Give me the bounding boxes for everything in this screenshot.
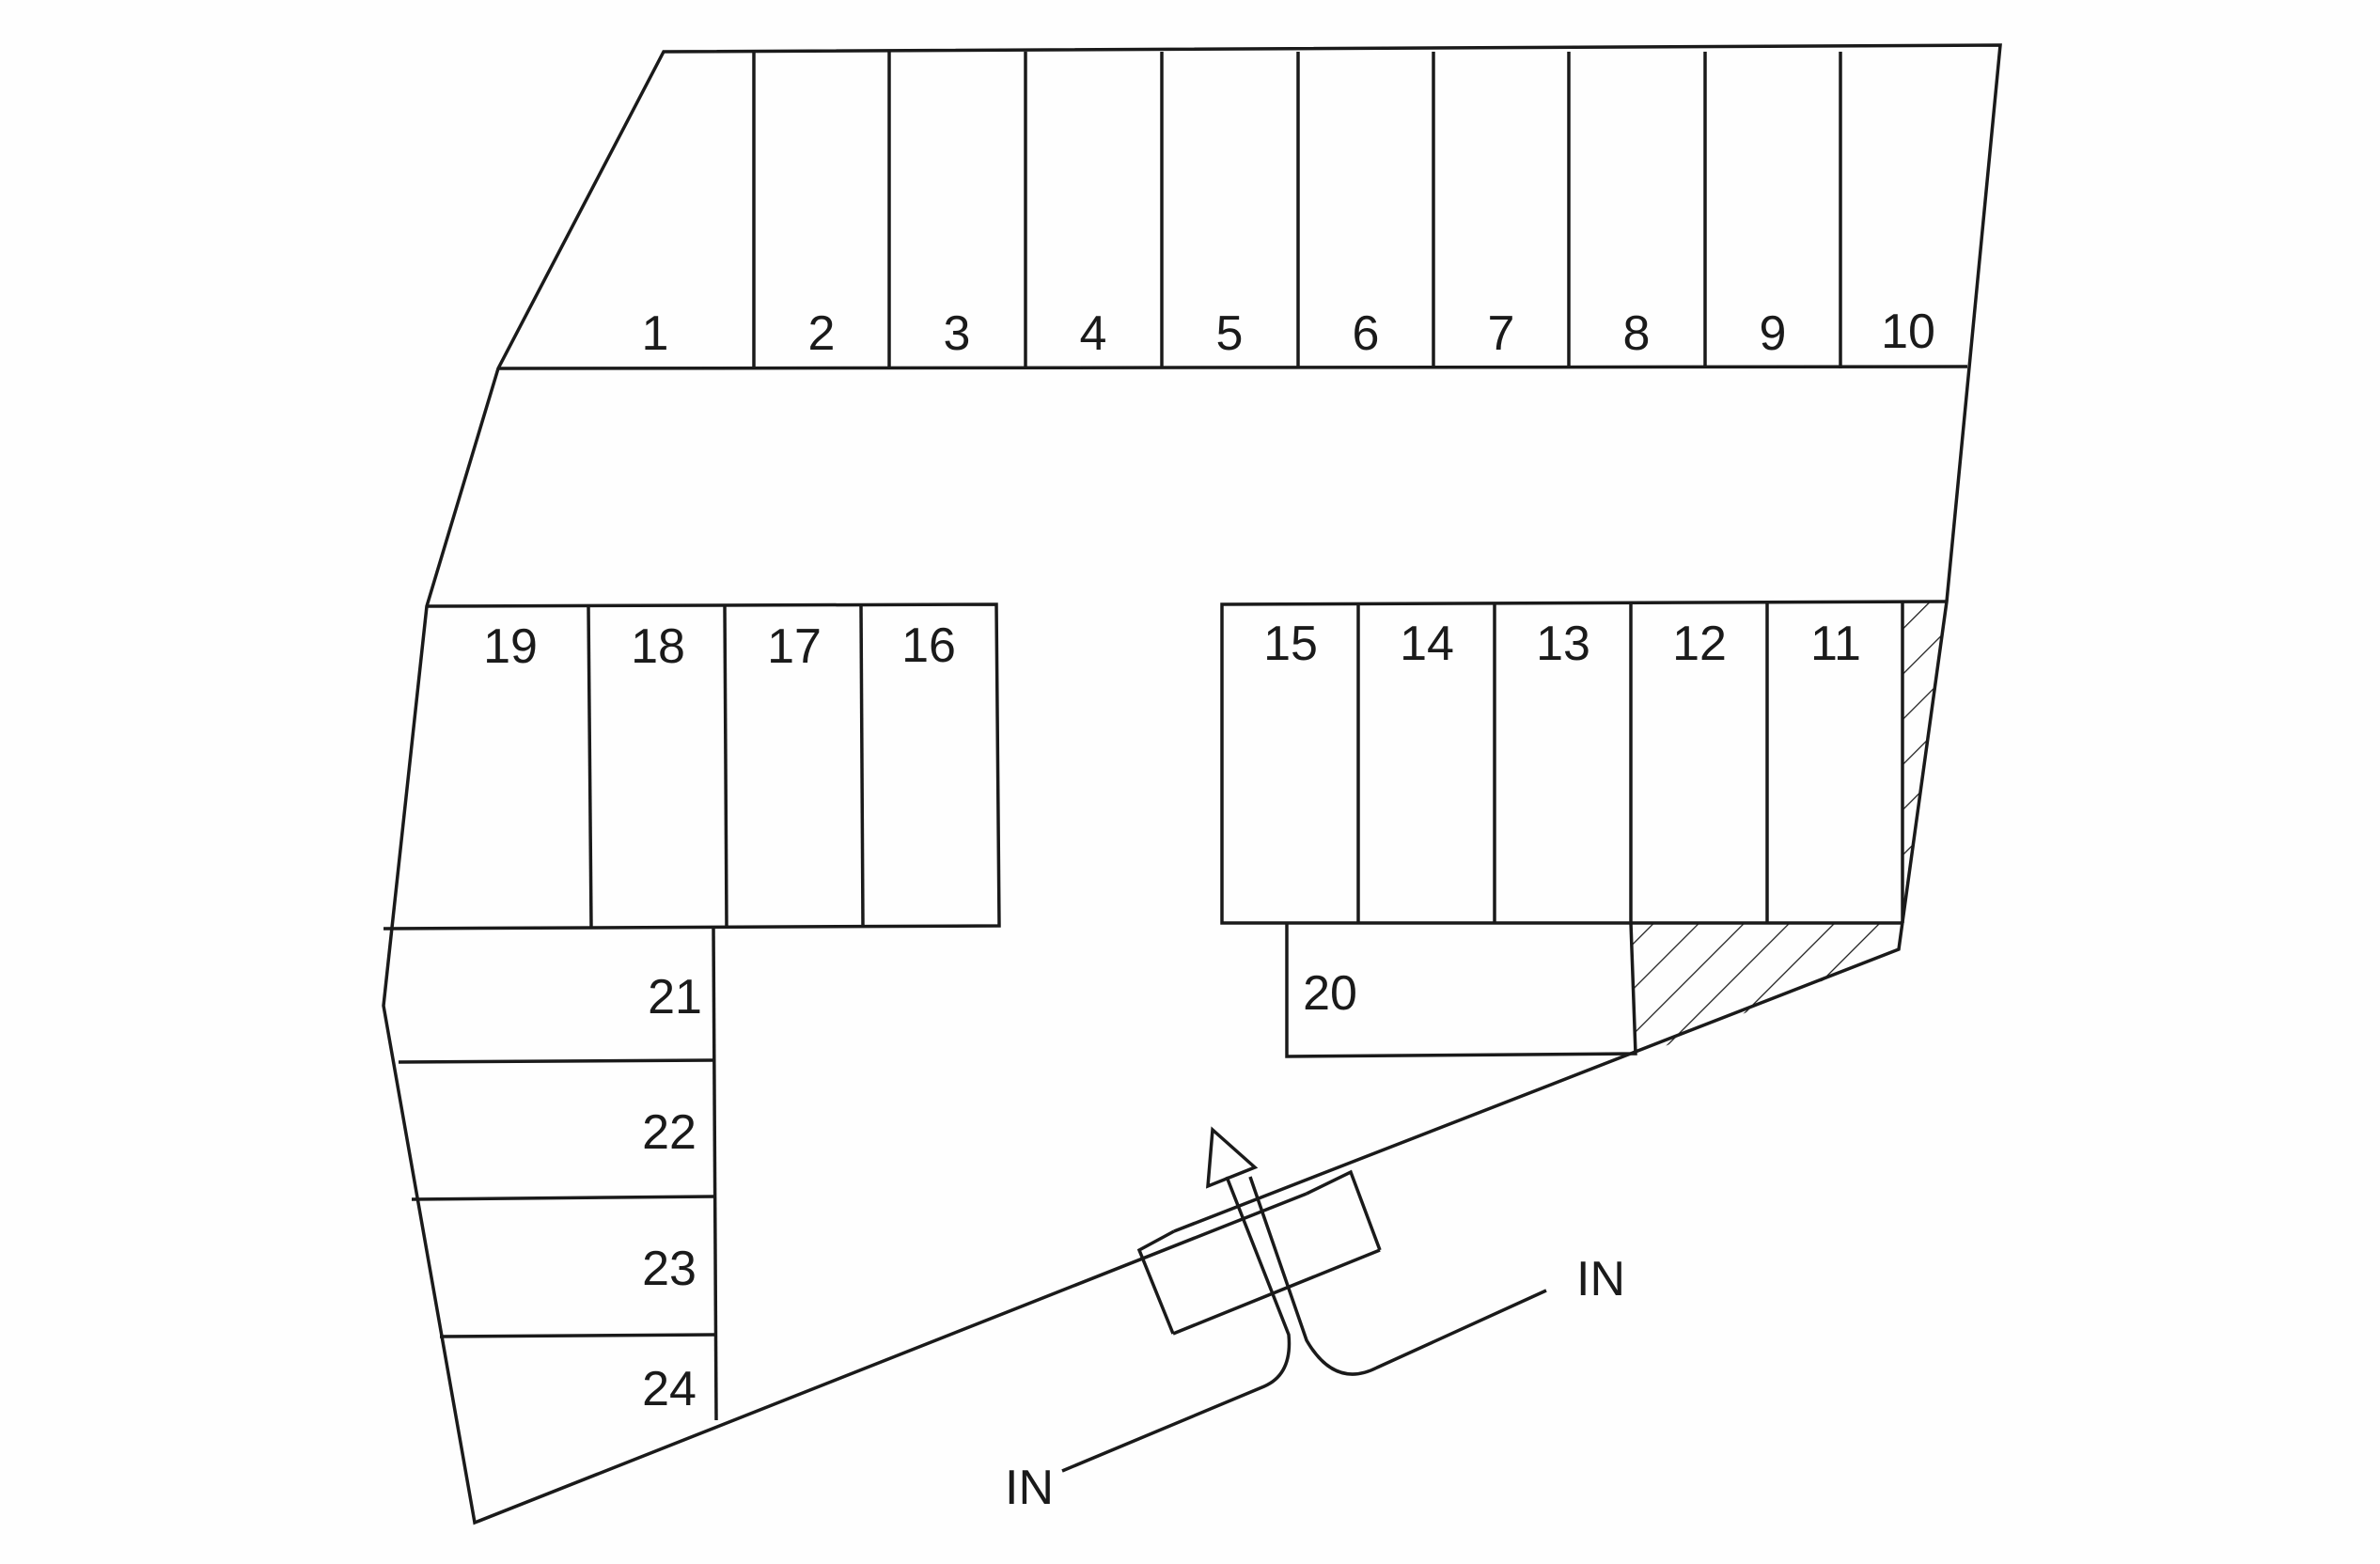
top-stall-labels: 1 2 3 4 5 6 7 8 9 10 bbox=[642, 305, 1935, 361]
stall-label: 4 bbox=[1080, 306, 1107, 361]
left-block-labels: 19 18 17 16 bbox=[483, 618, 956, 674]
stall-label: 1 bbox=[642, 306, 669, 361]
stall-label: 6 bbox=[1353, 306, 1380, 361]
stall-label-20: 20 bbox=[1303, 966, 1357, 1021]
stall-label: 19 bbox=[483, 619, 538, 674]
stall-label: 22 bbox=[642, 1105, 697, 1160]
stall-label: 17 bbox=[767, 619, 822, 674]
stall-label: 13 bbox=[1536, 617, 1590, 671]
stall-label: 2 bbox=[808, 306, 836, 361]
stall-label: 10 bbox=[1881, 305, 1935, 359]
stall-label: 11 bbox=[1810, 617, 1861, 671]
left-stall-block bbox=[383, 602, 1001, 931]
right-block-labels: 15 14 13 12 11 bbox=[1263, 617, 1861, 671]
entrance-gate-bar bbox=[1172, 1248, 1381, 1336]
entrance-path-left bbox=[1061, 1176, 1292, 1473]
stall-label: 8 bbox=[1623, 306, 1651, 361]
stall-label: 24 bbox=[642, 1362, 697, 1416]
stall-label: 18 bbox=[631, 619, 685, 674]
stall-label: 3 bbox=[944, 306, 971, 361]
stall-label: 16 bbox=[901, 618, 956, 673]
stall-label: 23 bbox=[642, 1242, 697, 1296]
entrance-gate-right bbox=[1306, 1169, 1382, 1251]
stall-label: 14 bbox=[1400, 617, 1454, 671]
entrance-label-right: IN bbox=[1576, 1252, 1625, 1306]
stall-label: 15 bbox=[1263, 617, 1318, 671]
top-stall-row bbox=[497, 52, 1968, 370]
stall-label: 7 bbox=[1488, 306, 1515, 361]
stall-label: 12 bbox=[1672, 617, 1727, 671]
stall-label: 9 bbox=[1760, 306, 1787, 361]
stall-label: 21 bbox=[648, 970, 702, 1024]
left-column-stalls bbox=[398, 927, 718, 1421]
stall-label: 5 bbox=[1216, 306, 1244, 361]
lot-boundary bbox=[382, 43, 2002, 1525]
entrance-label-left: IN bbox=[1005, 1461, 1054, 1515]
entrance-path-right bbox=[1248, 1176, 1547, 1376]
entrance-gate-left bbox=[1136, 1229, 1175, 1335]
left-column-labels: 21 22 23 24 bbox=[642, 970, 702, 1416]
right-stall-block bbox=[1220, 600, 1948, 925]
no-parking-hatch-bottom-corner bbox=[1631, 923, 1902, 1058]
stall-20 bbox=[1285, 922, 1637, 1058]
entrance-arrowhead bbox=[1206, 1126, 1259, 1189]
